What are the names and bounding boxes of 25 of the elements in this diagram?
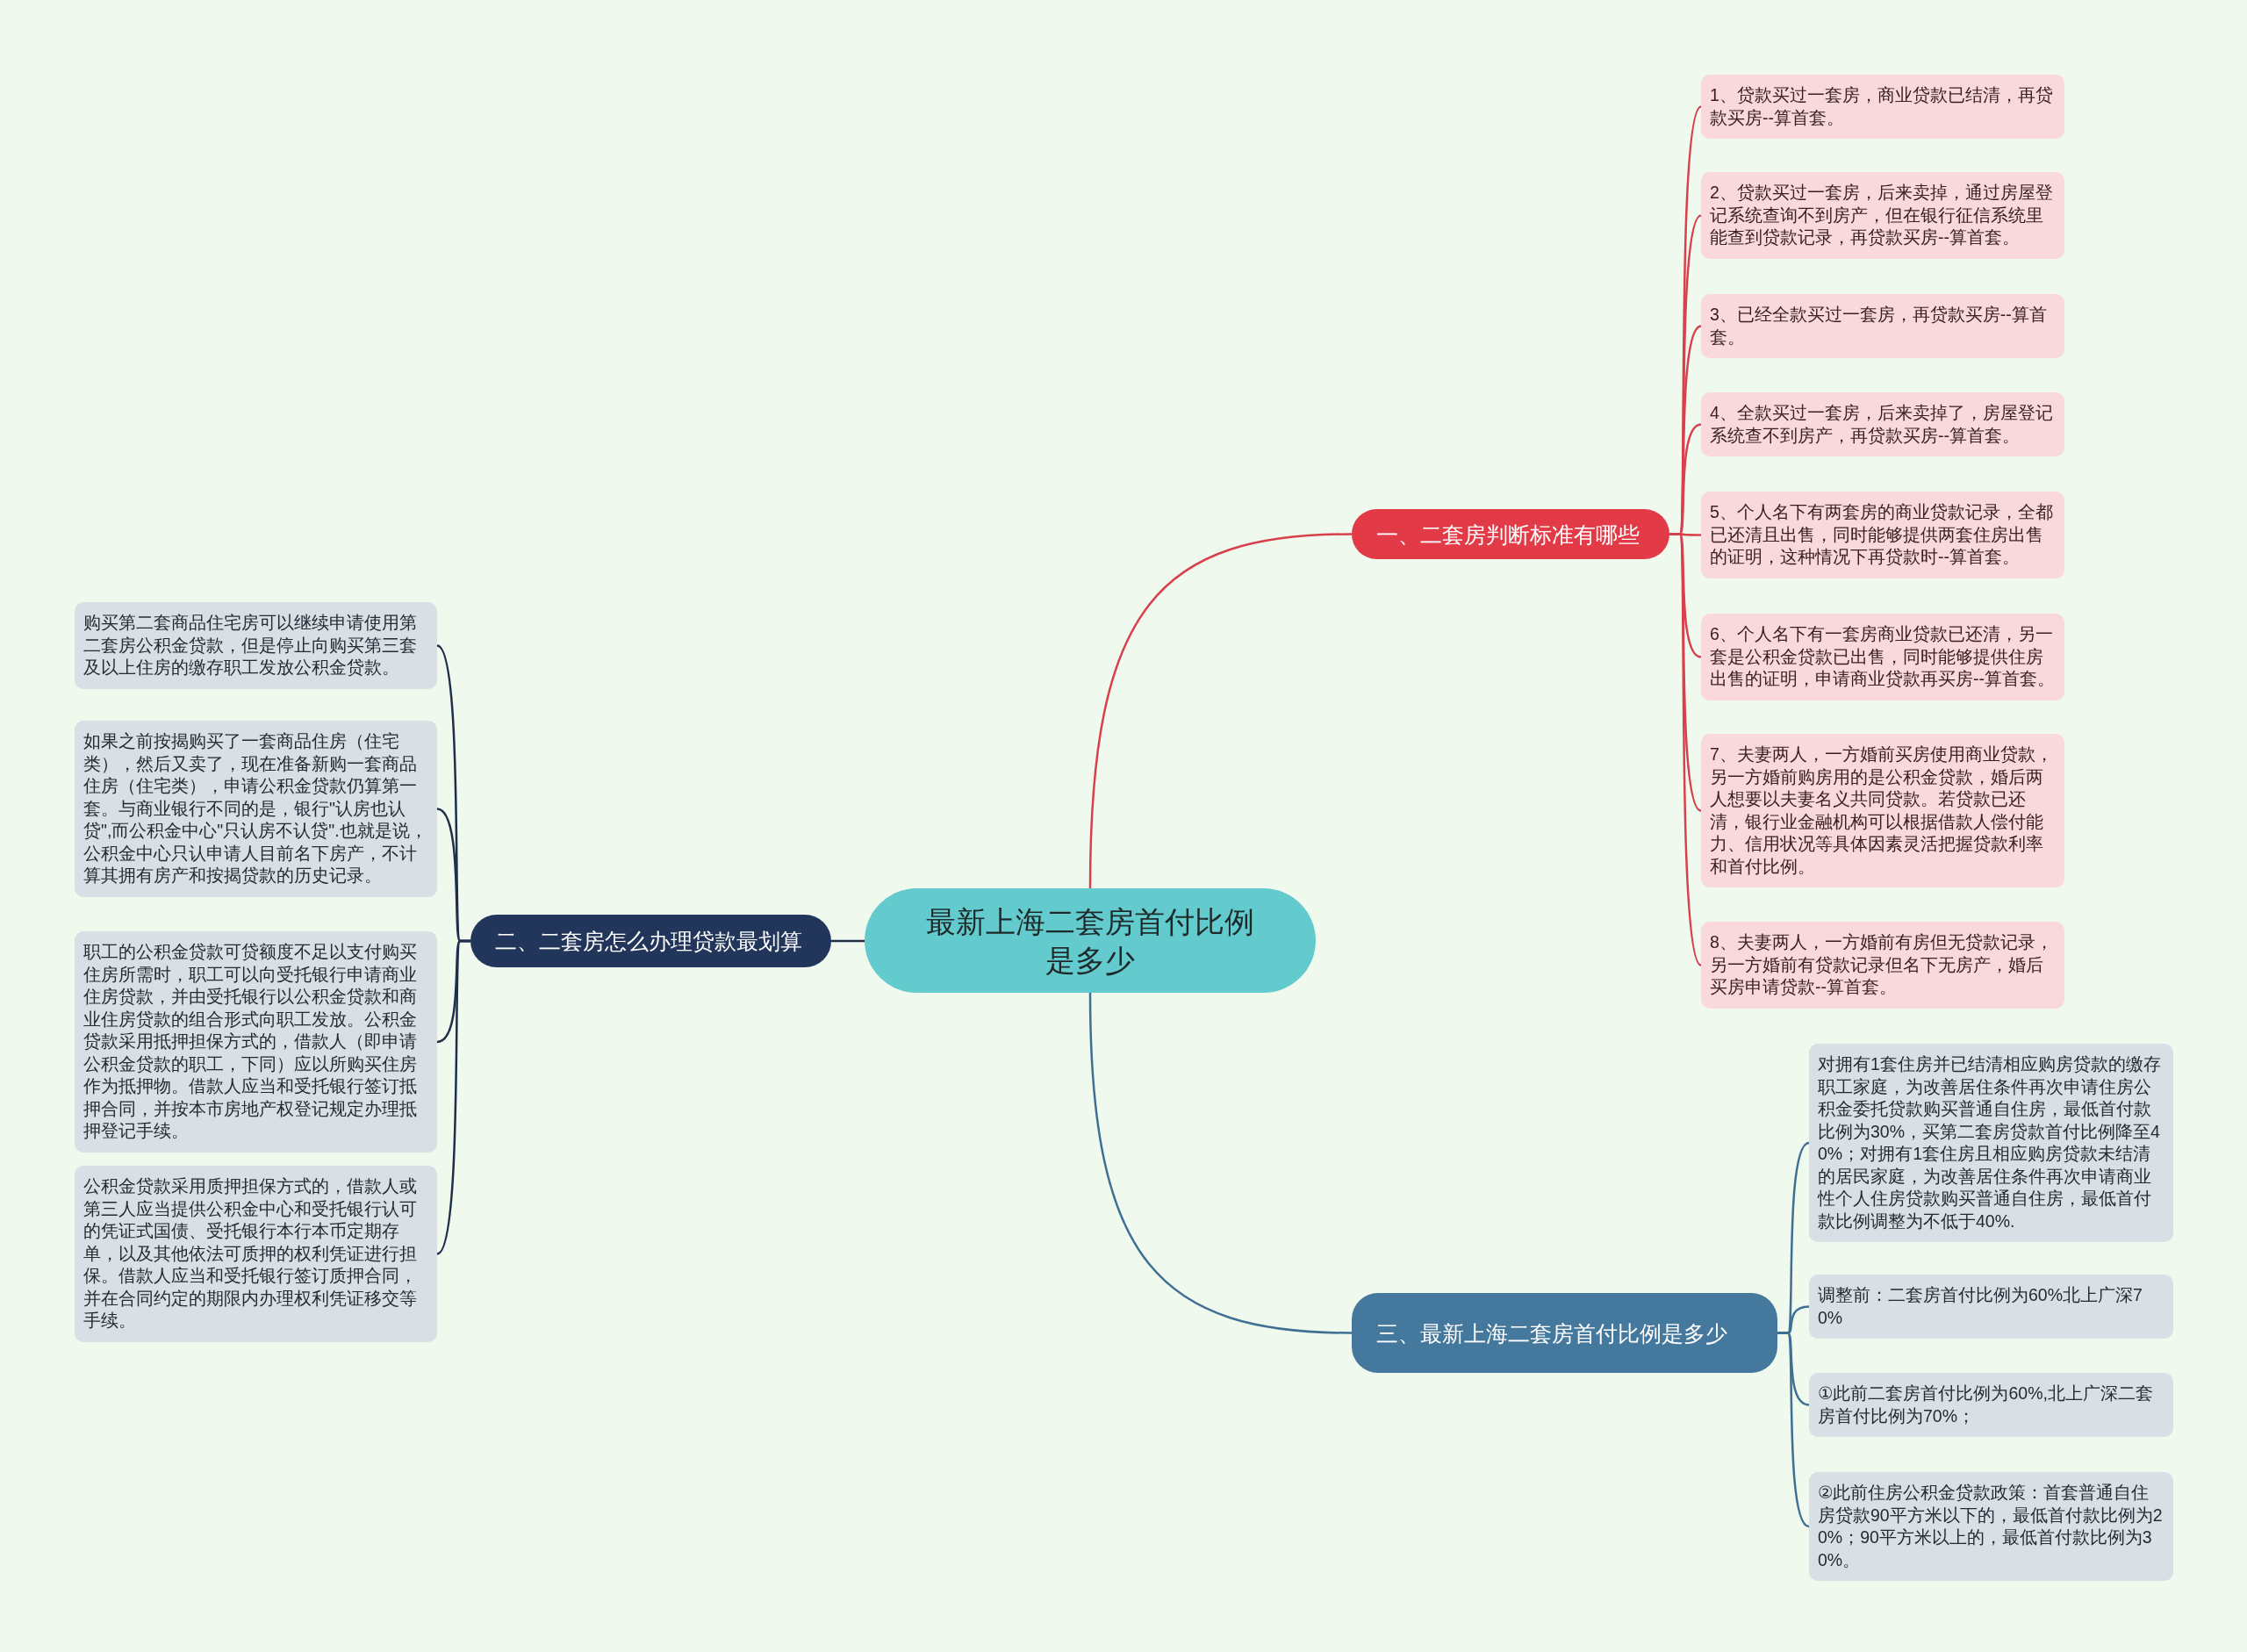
detail-note: ①此前二套房首付比例为60%,北上广深二套房首付比例为70%； [1809, 1373, 2173, 1437]
detail-note: 5、个人名下有两套房的商业贷款记录，全都已还清且出售，同时能够提供两套住房出售的证明，这种情况下再贷款时--算首套。 [1701, 492, 2064, 578]
detail-note: 4、全款买过一套房，后来卖掉了，房屋登记系统查不到房产，再贷款买房--算首套。 [1701, 392, 2064, 456]
detail-note: 职工的公积金贷款可贷额度不足以支付购买住房所需时，职工可以向受托银行申请商业住房贷款，并由受托银行以公积金贷款和商业住房贷款的组合形式向职工发放。公积金贷款采用抵押担保方式的，借款人（即申请公积金贷款的职工，下同）应以所购买住房作为抵押物。借款人应当和受托银行签订抵押合同，并按本市房地产权登记规定办理抵押登记手续。 [75, 931, 437, 1153]
detail-note: 购买第二套商品住宅房可以继续申请使用第二套房公积金贷款，但是停止向购买第三套及以上住房的缴存职工发放公积金贷款。 [75, 602, 437, 689]
connector-line [1777, 1332, 1810, 1528]
detail-note: 如果之前按揭购买了一套商品住房（住宅类），然后又卖了，现在准备新购一套商品住房（住宅类），申请公积金贷款仍算第一套。与商业银行不同的是，银行"认房也认贷",而公积金中心"只认房不认贷".也就是说，公积金中心只认申请人目前名下房产，不计算其拥有房产和按揭贷款的历史记录。 [75, 721, 437, 897]
detail-note: 7、夫妻两人，一方婚前买房使用商业贷款，另一方婚前购房用的是公积金贷款，婚后两人想要以夫妻名义共同贷款。若贷款已还清，银行业金融机构可以根据借款人偿付能力、信用状况等具体因素灵活把握贷款利率和首付比例。 [1701, 734, 2064, 887]
connector-line [1088, 533, 1353, 889]
branch-topic: 一、二套房判断标准有哪些 [1352, 509, 1669, 559]
central-topic: 最新上海二套房首付比例是多少 [865, 888, 1316, 993]
detail-note: 对拥有1套住房并已结清相应购房贷款的缴存职工家庭，为改善居住条件再次申请住房公积金委托贷款购买普通自住房，最低首付款比例为30%，买第二套房贷款首付比例降至40%；对拥有1套住房且相应购房贷款未结清的居民家庭，为改善居住条件再次申请商业性个人住房贷款购买普通自住房，最低首付款比例调整为不低于40%. [1809, 1044, 2173, 1242]
detail-note: 3、已经全款买过一套房，再贷款买房--算首套。 [1701, 294, 2064, 358]
connector-line [1088, 992, 1353, 1334]
connector-line [436, 939, 470, 1255]
detail-note: 公积金贷款采用质押担保方式的，借款人或第三人应当提供公积金中心和受托银行认可的凭证式国债、受托银行本行本币定期存单，以及其他依法可质押的权利凭证进行担保。借款人应当和受托银行签订质押合同，并在合同约定的期限内办理权利凭证移交等手续。 [75, 1166, 437, 1342]
detail-note: 2、贷款买过一套房，后来卖掉，通过房屋登记系统查询不到房产，但在银行征信系统里能查到贷款记录，再贷款买房--算首套。 [1701, 172, 2064, 259]
detail-note: 6、个人名下有一套房商业贷款已还清，另一套是公积金贷款已出售，同时能够提供住房出售的证明，申请商业贷款再买房--算首套。 [1701, 614, 2064, 700]
detail-note: ②此前住房公积金贷款政策：首套普通自住房贷款90平方米以下的，最低首付款比例为20%；90平方米以上的，最低首付款比例为30%。 [1809, 1472, 2173, 1581]
detail-note: 调整前：二套房首付比例为60%北上广深70% [1809, 1275, 2173, 1339]
detail-note: 1、贷款买过一套房，商业贷款已结清，再贷款买房--算首套。 [1701, 75, 2064, 139]
detail-note: 8、夫妻两人，一方婚前有房但无贷款记录，另一方婚前有贷款记录但名下无房产，婚后买房申请贷款--算首套。 [1701, 922, 2064, 1009]
connector-line [831, 939, 865, 943]
branch-topic: 三、最新上海二套房首付比例是多少 [1352, 1293, 1777, 1373]
branch-topic: 二、二套房怎么办理贷款最划算 [470, 915, 831, 967]
